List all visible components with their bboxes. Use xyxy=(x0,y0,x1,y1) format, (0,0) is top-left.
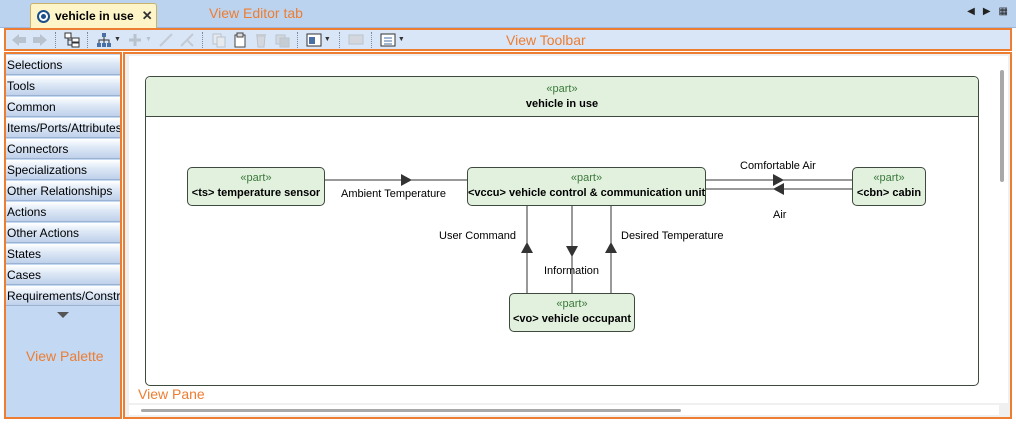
toolbar-separator xyxy=(55,31,57,48)
diagram-icon xyxy=(37,9,50,23)
dropdown-arrow-icon[interactable]: ▼ xyxy=(114,36,121,43)
part-name: <cbn> cabin xyxy=(856,187,922,199)
containment-tree-icon[interactable] xyxy=(63,31,81,48)
view-toolbar: ▼ ▼ ▼ ▼ xyxy=(4,28,1012,51)
paste-icon[interactable] xyxy=(231,31,249,48)
palette-group-cases[interactable]: Cases xyxy=(6,265,120,285)
part-cabin[interactable]: «part» <cbn> cabin xyxy=(852,167,926,206)
display-options-icon[interactable] xyxy=(305,31,323,48)
view-pane: «part» vehicle in use «par xyxy=(123,52,1012,419)
toolbar-separator xyxy=(201,31,204,48)
connector-label-comfortable-air: Comfortable Air xyxy=(740,160,816,172)
insert-element-icon[interactable] xyxy=(126,31,144,48)
tab-list-icon[interactable]: ▦ xyxy=(998,6,1008,17)
frame-header: «part» vehicle in use xyxy=(146,77,978,117)
part-stereotype: «part» xyxy=(873,172,905,184)
palette-group-tools[interactable]: Tools xyxy=(6,76,120,96)
path-style-icon[interactable] xyxy=(157,31,175,48)
connector-label-air: Air xyxy=(773,209,787,221)
toolbar-separator xyxy=(370,31,373,48)
vertical-scrollbar[interactable] xyxy=(997,56,1008,403)
palette-group-items-ports-attributes[interactable]: Items/Ports/Attributes xyxy=(6,118,120,138)
part-temperature-sensor[interactable]: «part» <ts> temperature sensor xyxy=(187,167,325,206)
part-stereotype: «part» xyxy=(570,172,603,184)
flow-arrowhead xyxy=(566,246,578,257)
tab-navigation: ◀ ▶ ▦ xyxy=(967,6,1008,17)
palette-group-actions[interactable]: Actions xyxy=(6,202,120,222)
connectors-layer xyxy=(324,174,852,294)
forward-arrow-icon[interactable] xyxy=(31,31,49,48)
toolbar-separator xyxy=(338,31,341,48)
palette-group-other-actions[interactable]: Other Actions xyxy=(6,223,120,243)
palette-group-common[interactable]: Common xyxy=(6,97,120,117)
part-name: <vccu> vehicle control & communication u… xyxy=(468,187,706,199)
palette-group-selections[interactable]: Selections xyxy=(6,55,120,75)
compartments-icon[interactable] xyxy=(379,31,397,48)
callout-view-palette: View Palette xyxy=(26,348,104,364)
scroll-left-icon[interactable]: ◀ xyxy=(967,6,975,17)
callout-view-toolbar: View Toolbar xyxy=(506,32,586,48)
part-name: <vo> vehicle occupant xyxy=(513,313,631,325)
delete-from-model-icon[interactable] xyxy=(273,31,291,48)
view-palette: Selections Tools Common Items/Ports/Attr… xyxy=(4,52,122,419)
part-stereotype: «part» xyxy=(240,172,272,184)
vertical-scroll-thumb[interactable] xyxy=(1000,70,1004,182)
frame-stereotype: «part» xyxy=(546,83,578,95)
part-vehicle-control-communication-unit[interactable]: «part» <vccu> vehicle control & communic… xyxy=(467,167,706,206)
palette-group-states[interactable]: States xyxy=(6,244,120,264)
flow-arrowhead xyxy=(605,242,617,253)
horizontal-scrollbar[interactable] xyxy=(129,405,999,415)
palette-group-other-relationships[interactable]: Other Relationships xyxy=(6,181,120,201)
palette-group-requirements-constraints[interactable]: Requirements/Constraints xyxy=(6,286,120,306)
palette-group-specializations[interactable]: Specializations xyxy=(6,160,120,180)
connector-label-ambient-temperature: Ambient Temperature xyxy=(341,188,446,200)
toolbar-separator xyxy=(296,31,299,48)
diagram-canvas[interactable]: «part» vehicle in use «par xyxy=(129,56,999,403)
toolbar-separator xyxy=(87,31,89,48)
rectilinear-path-icon[interactable] xyxy=(178,31,196,48)
dropdown-arrow-icon[interactable]: ▼ xyxy=(397,36,405,43)
dropdown-arrow-icon[interactable]: ▼ xyxy=(323,36,331,43)
part-name: <ts> temperature sensor xyxy=(191,187,321,199)
flow-arrowhead xyxy=(521,242,533,253)
frame-name: vehicle in use xyxy=(525,98,599,110)
close-icon[interactable]: ✕ xyxy=(141,8,153,23)
diagram-frame[interactable]: «part» vehicle in use xyxy=(145,76,979,386)
connector-label-desired-temperature: Desired Temperature xyxy=(621,230,724,242)
part-stereotype: «part» xyxy=(556,298,588,310)
connector-label-information: Information xyxy=(544,265,600,277)
palette-scroll-down-icon[interactable] xyxy=(57,312,69,318)
dropdown-arrow-icon[interactable]: ▼ xyxy=(144,36,152,43)
flow-arrowhead xyxy=(401,174,412,186)
part-vehicle-occupant[interactable]: «part» <vo> vehicle occupant xyxy=(509,293,635,332)
editor-tab-strip: vehicle in use ✕ ◀ ▶ ▦ xyxy=(0,0,1016,28)
tab-vehicle-in-use[interactable]: vehicle in use ✕ xyxy=(30,3,157,28)
flow-arrowhead xyxy=(773,174,784,186)
copy-icon[interactable] xyxy=(210,31,228,48)
callout-editor-tab: View Editor tab xyxy=(209,5,303,21)
horizontal-scroll-thumb[interactable] xyxy=(141,409,681,412)
scroll-right-icon[interactable]: ▶ xyxy=(982,6,991,17)
callout-view-pane: View Pane xyxy=(138,386,205,402)
layout-hierarchy-icon[interactable] xyxy=(95,31,113,48)
flow-arrowhead xyxy=(773,183,784,195)
symbol-properties-icon[interactable] xyxy=(347,31,365,48)
connector-label-user-command: User Command xyxy=(439,230,517,242)
back-arrow-icon[interactable] xyxy=(10,31,28,48)
tab-label: vehicle in use xyxy=(55,9,134,23)
delete-icon[interactable] xyxy=(252,31,270,48)
palette-group-connectors[interactable]: Connectors xyxy=(6,139,120,159)
